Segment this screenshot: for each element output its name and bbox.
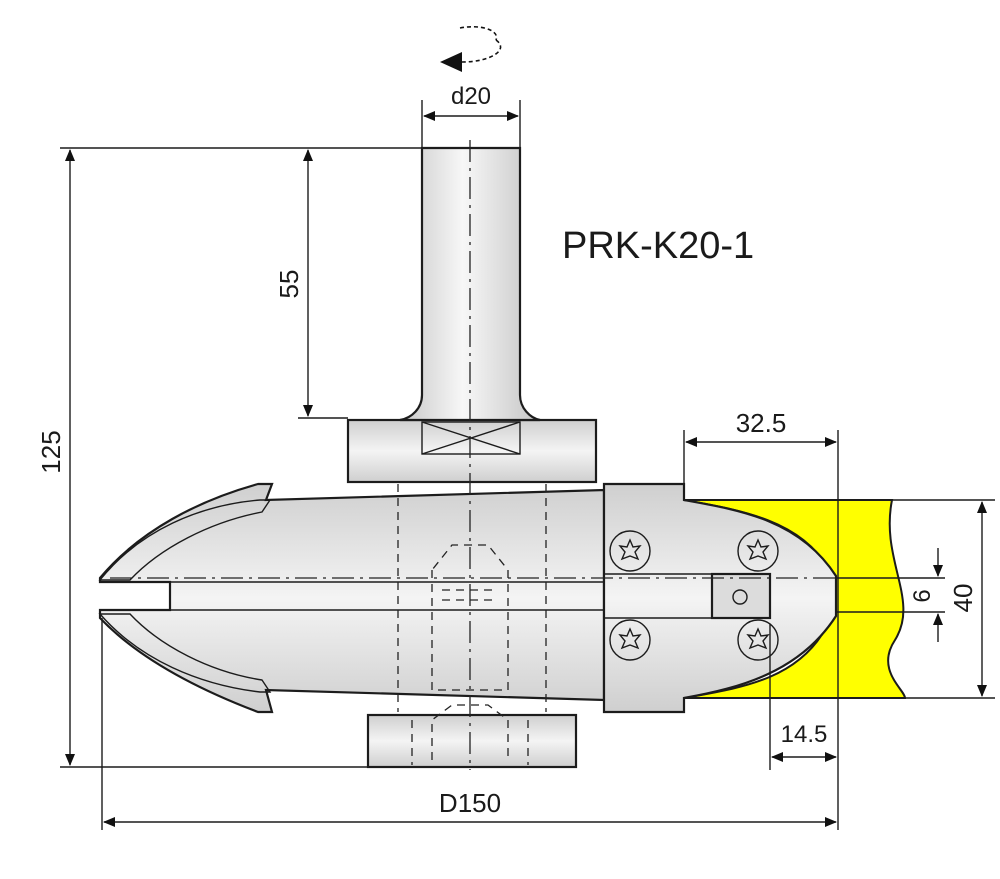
center-lines (110, 140, 840, 770)
torx-screw (737, 530, 779, 572)
dimension-lines (65, 111, 987, 827)
dim-profile-height: 40 (948, 584, 978, 613)
dim-total-length: 125 (36, 430, 66, 473)
torx-screw (737, 619, 779, 661)
dim-diameter: D150 (439, 788, 501, 818)
dim-shank-diameter: d20 (451, 83, 491, 110)
dim-tongue: 14.5 (781, 721, 828, 748)
main-disc (98, 482, 606, 714)
insert-knife-hole (732, 589, 748, 605)
torx-screw (609, 530, 651, 572)
cutter-body (98, 418, 838, 769)
torx-screw (609, 619, 651, 661)
model-title: PRK-K20-1 (562, 225, 754, 267)
upper-blade (98, 499, 272, 581)
insert-knife (710, 572, 772, 620)
dim-cut-width: 32.5 (736, 408, 787, 438)
lower-blade (98, 613, 272, 693)
extension-lines (60, 100, 995, 830)
lower-hub (366, 713, 578, 769)
dim-shank-length: 55 (274, 270, 304, 299)
upper-hub (346, 418, 598, 484)
rotation-arrow-icon (440, 25, 502, 72)
dim-groove: 6 (909, 589, 936, 602)
wrench-flats (421, 421, 521, 455)
shank-body (399, 146, 541, 422)
shank (399, 146, 541, 455)
